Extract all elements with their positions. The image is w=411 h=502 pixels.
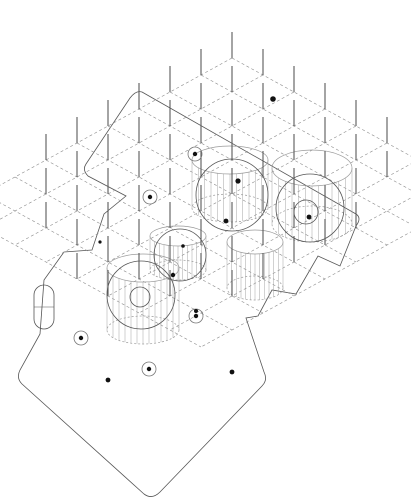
dot-node-icon [229, 369, 235, 375]
dot-node-icon [270, 96, 276, 102]
grid-line [169, 197, 411, 331]
platform-outline [18, 91, 360, 497]
cylinder-top [191, 145, 269, 175]
ring-center [146, 366, 152, 372]
dashed-grid [0, 57, 411, 348]
outline-circle [106, 260, 176, 330]
grid-line [76, 125, 357, 280]
dot-node-icon [235, 178, 241, 184]
dot-nodes [98, 96, 312, 383]
dot-node-icon [98, 240, 102, 244]
outline-circle [293, 199, 319, 225]
wireframe-cylinder-icon [106, 253, 180, 345]
grid-line [0, 74, 264, 220]
platform-boundary [18, 91, 360, 497]
ring-outer [73, 330, 89, 346]
wireframe-cylinder-icon [149, 225, 207, 281]
concentric-ring-icon [73, 330, 89, 346]
dot-node-icon [181, 244, 185, 248]
dot-node-icon [306, 214, 312, 220]
grid-line [200, 231, 411, 348]
dot-node-icon [105, 377, 111, 383]
ring-outer [142, 189, 158, 205]
outline-circle [275, 173, 345, 243]
ring-outer [141, 361, 157, 377]
dot-node-icon [194, 309, 198, 313]
wireframe-cylinder-icon [191, 145, 269, 223]
wireframe-cylinder-icon [271, 149, 353, 243]
grid-line [45, 108, 326, 263]
grid-line [138, 163, 411, 314]
ring-center [147, 194, 153, 200]
wireframe-cylinder-icon [226, 229, 284, 301]
concentric-ring-icon [141, 361, 157, 377]
ring-markers [73, 146, 204, 377]
grid-line [231, 57, 411, 157]
dot-node-icon [170, 272, 176, 278]
ring-center [78, 335, 84, 341]
concentric-ring-icon [142, 189, 158, 205]
outline-circle [129, 286, 151, 308]
wireframe-cylinders [33, 145, 353, 345]
grid-line [169, 91, 411, 225]
cylinder-top [226, 229, 284, 255]
concentric-ring-icon [187, 146, 203, 162]
ring-center [192, 151, 198, 157]
ring-outer [187, 146, 203, 162]
cylinder-top [271, 149, 353, 187]
vertical-posts [45, 32, 388, 296]
grid-line [14, 91, 295, 246]
dot-node-icon [223, 218, 229, 224]
outline-circle [153, 228, 207, 282]
ring-center [193, 313, 199, 319]
